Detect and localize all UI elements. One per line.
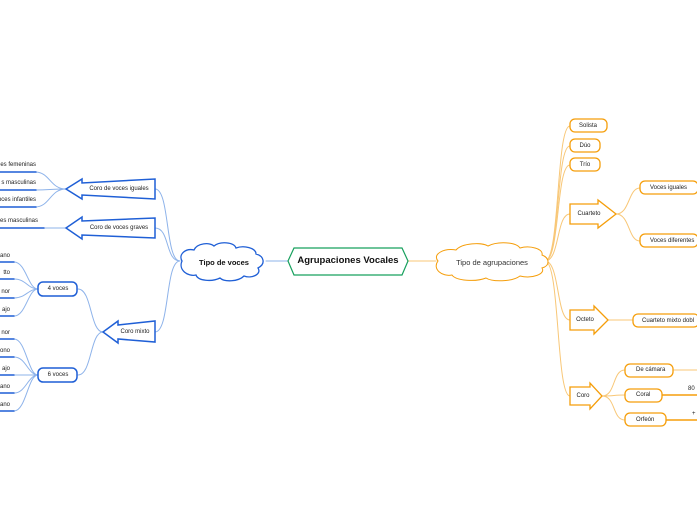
cuatro-voces-shape[interactable] xyxy=(37,281,78,297)
connector xyxy=(544,145,571,262)
leaf-label: ano xyxy=(0,253,10,259)
coro-voces-iguales-label: Coro de voces iguales xyxy=(89,186,149,192)
cuarteto-label: Cuarteto xyxy=(577,211,601,217)
leaf-label: oces infantiles xyxy=(0,197,36,203)
voces-iguales-label: Voces iguales xyxy=(650,185,688,191)
coral-label: Coral xyxy=(636,392,651,398)
coro-voces-graves-label: Coro de voces graves xyxy=(89,225,149,231)
connector xyxy=(544,164,571,262)
connector xyxy=(544,125,571,262)
connector xyxy=(154,188,181,262)
voces-iguales-shape[interactable] xyxy=(639,180,697,195)
duo-label: Dúo xyxy=(579,143,591,149)
voces-diferentes-label: Voces diferentes xyxy=(650,238,695,244)
cuatro-voces-label: 4 voces xyxy=(47,286,69,292)
coro-voces-graves-shape[interactable] xyxy=(64,215,156,241)
connector xyxy=(154,227,181,262)
connector xyxy=(154,260,181,333)
connector xyxy=(615,187,641,215)
coral-note: 80 xyxy=(688,386,695,392)
solista-shape[interactable] xyxy=(569,118,608,133)
coro-label: Coro xyxy=(576,393,590,399)
connector xyxy=(601,369,626,397)
central-node-label: Agrupaciones Vocales xyxy=(297,255,399,266)
cuarteto-mixto-shape[interactable] xyxy=(632,313,697,328)
leaf-label: nor xyxy=(1,330,10,336)
leaf-label: ano xyxy=(0,402,10,408)
duo-shape[interactable] xyxy=(569,138,601,153)
connector xyxy=(77,288,104,333)
connector xyxy=(544,213,571,262)
orfeon-note: + xyxy=(692,411,696,417)
leaf-label: ajo xyxy=(1,366,10,372)
orfeon-shape[interactable] xyxy=(624,412,667,427)
coro-shape[interactable] xyxy=(569,381,603,411)
tipo-de-voces-cloud[interactable] xyxy=(180,242,264,282)
tipo-de-agrupaciones-cloud[interactable] xyxy=(435,242,549,282)
leaf-label: nor xyxy=(1,289,10,295)
tipo-de-agrupaciones-label: Tipo de agrupaciones xyxy=(456,258,528,267)
cuarteto-mixto-label: Cuarteto mixto dobl xyxy=(642,318,695,324)
trio-shape[interactable] xyxy=(569,157,601,172)
seis-voces-shape[interactable] xyxy=(37,367,78,383)
cuarteto-shape[interactable] xyxy=(569,198,618,230)
de-camara-label: De cámara xyxy=(636,367,666,373)
leaf-underlines xyxy=(0,171,45,412)
leaf-label: ano xyxy=(0,384,10,390)
coral-shape[interactable] xyxy=(624,388,663,403)
coro-mixto-shape[interactable] xyxy=(101,319,156,345)
connector xyxy=(544,260,571,397)
central-node-shape[interactable] xyxy=(287,247,409,276)
orfeon-label: Orfeón xyxy=(636,417,655,423)
connector xyxy=(601,395,626,421)
coro-voces-iguales-shape[interactable] xyxy=(64,177,156,201)
trio-label: Trío xyxy=(579,162,591,168)
voces-diferentes-shape[interactable] xyxy=(639,233,697,248)
leaf-label: ajo xyxy=(1,307,10,313)
leaf-label: es masculinas xyxy=(0,218,38,224)
leaf-label: es femeninas xyxy=(0,162,36,168)
coro-mixto-label: Coro mixto xyxy=(120,329,150,335)
solista-label: Solista xyxy=(578,123,598,129)
connector xyxy=(615,213,641,242)
seis-voces-label: 6 voces xyxy=(47,372,69,378)
leaf-label: tto xyxy=(3,270,10,276)
octeto-shape[interactable] xyxy=(569,304,609,336)
de-camara-shape[interactable] xyxy=(624,363,674,378)
connector xyxy=(544,260,571,321)
leaf-label: ono xyxy=(0,348,10,354)
octeto-label: Octeto xyxy=(576,317,594,323)
tipo-de-voces-label: Tipo de voces xyxy=(199,258,249,267)
connector xyxy=(77,331,104,376)
leaf-label: s masculinas xyxy=(1,180,36,186)
